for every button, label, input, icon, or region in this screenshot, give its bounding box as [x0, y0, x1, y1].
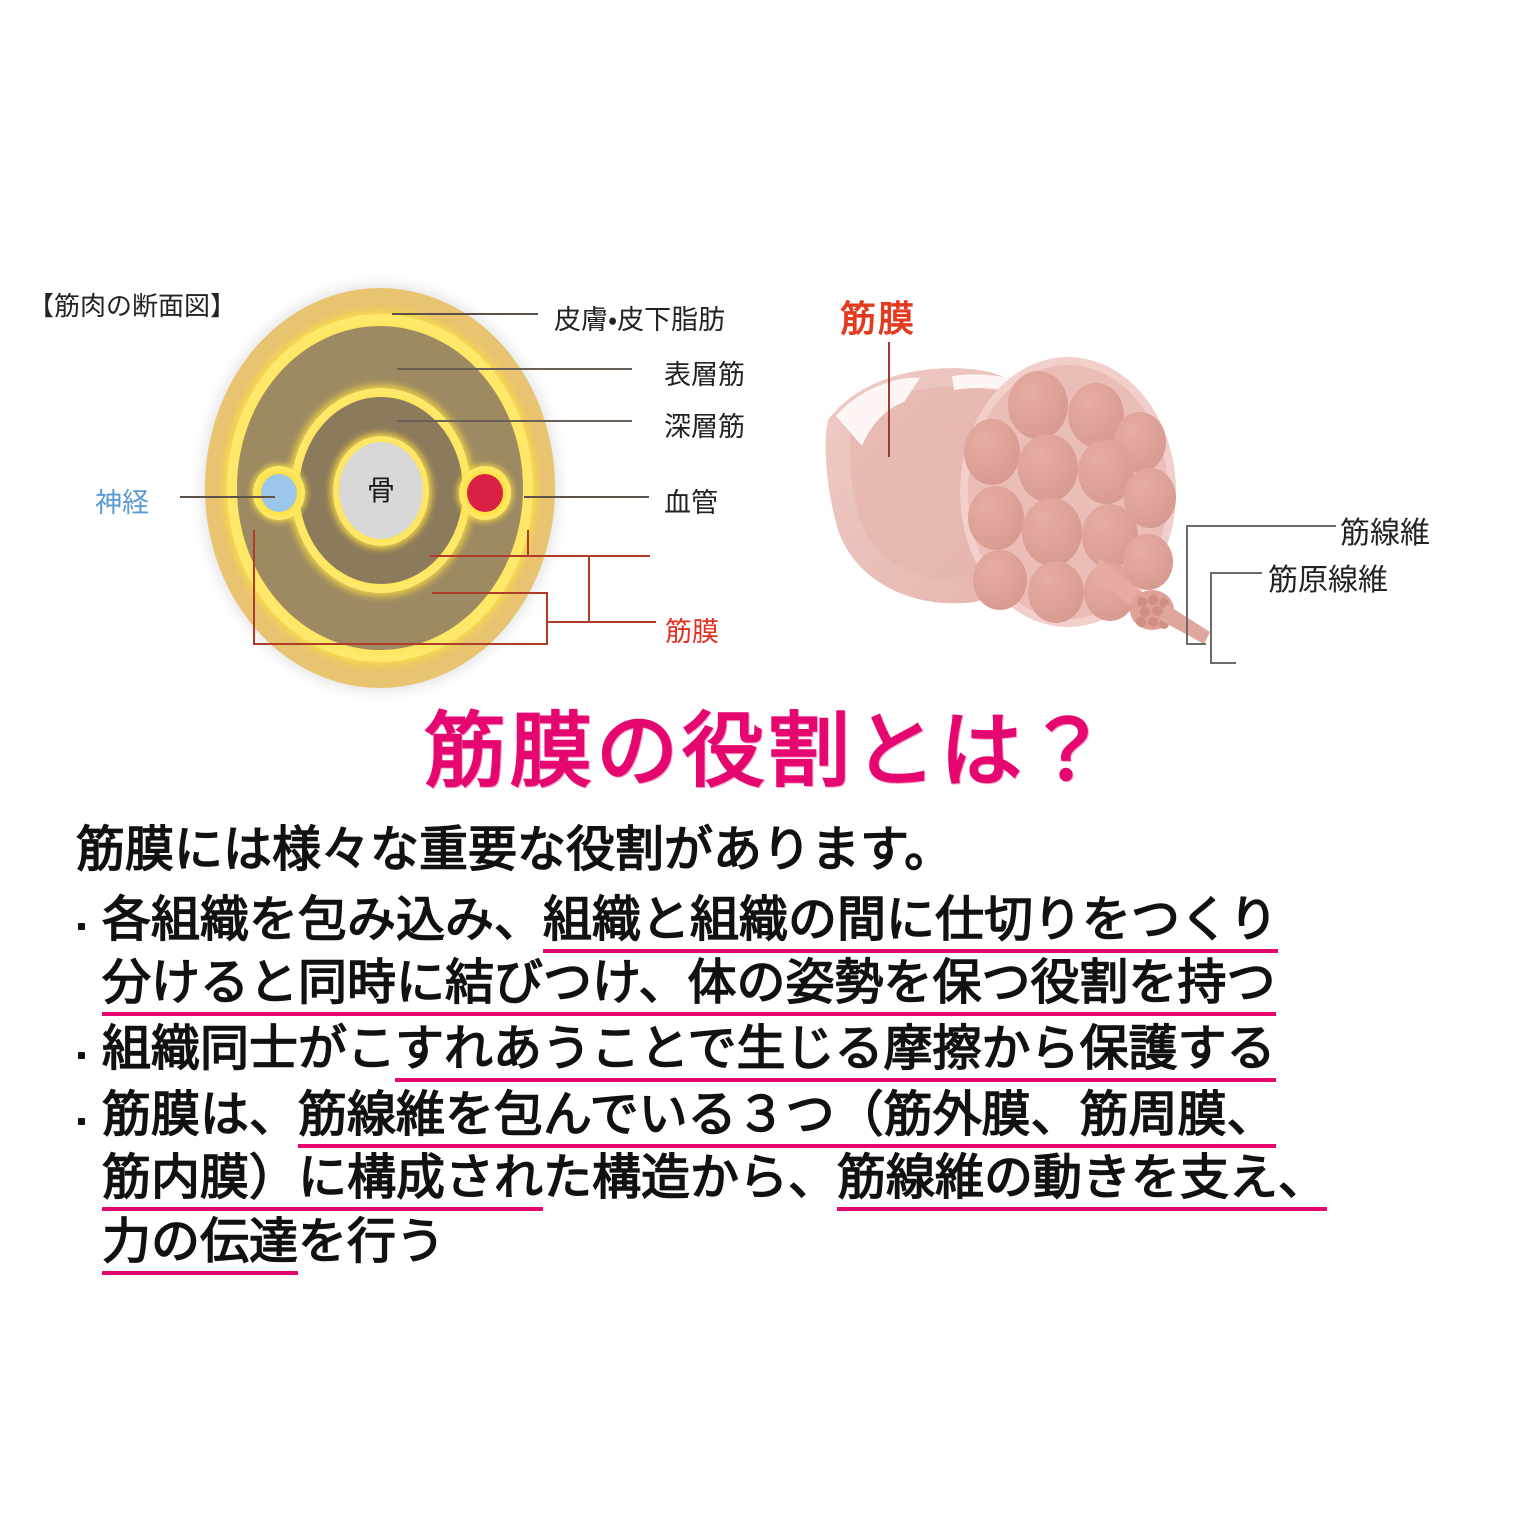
fascia-bracket-bottom-horizontal [253, 643, 548, 645]
plain-text: を行う [298, 1212, 446, 1271]
underlined-text: 組織と組織の間に仕切りをつくり [543, 889, 1279, 953]
fascia-sheath-highlight [836, 377, 920, 446]
bullet-line: 組織同士がこすれあうことで生じる摩擦から保護する [102, 1017, 1522, 1083]
myofibril-leader-tick [1210, 662, 1236, 664]
label-fascia-illustration: 筋膜 [840, 299, 917, 340]
label-muscle-fiber: 筋線維 [1340, 516, 1430, 551]
fascia-bracket-mid-vertical [546, 592, 548, 644]
muscle-bundle-illustration [825, 357, 1210, 644]
bullet-item: 組織同士がこすれあうことで生じる摩擦から保護する [62, 1017, 1522, 1083]
myofibril-leader-vertical [1210, 572, 1212, 664]
bullet-line: 力の伝達を行う [102, 1210, 1522, 1276]
fascia-bracket-right-vertical [588, 555, 590, 622]
underlined-text: 分けると同時に結びつけ、体の姿勢を保つ役割を持つ [102, 953, 1276, 1017]
underlined-text: 筋線維を包んでいる３つ（筋外膜、筋周膜、 [298, 1084, 1276, 1148]
leader-line-deep [397, 420, 632, 422]
label-superficial-muscle: 表層筋 [664, 360, 745, 391]
nerve-circle [261, 474, 297, 512]
bullet-line: 筋内膜）に構成された構造から、筋線維の動きを支え、 [102, 1146, 1522, 1212]
fascia-bracket-upper-horizontal [430, 555, 650, 557]
leader-line-vessel [524, 496, 649, 498]
underlined-text: 力の伝達 [102, 1212, 299, 1276]
leader-line-superficial [397, 368, 632, 370]
bullet-line: 各組織を包み込み、組織と組織の間に仕切りをつくり [102, 888, 1522, 953]
bullet-line: 分けると同時に結びつけ、体の姿勢を保つ役割を持つ [102, 951, 1522, 1017]
muscle-fiber-group [964, 371, 1176, 623]
blood-vessel-circle [467, 474, 503, 512]
fascia-bracket-label-connector [546, 621, 656, 623]
myofibril-leader-horizontal [1210, 572, 1262, 574]
plain-text: 組織同士がこ [102, 1019, 396, 1078]
plain-text: 筋膜は、 [102, 1084, 299, 1143]
bullet-dot [78, 1118, 85, 1126]
bullet-item: 各組織を包み込み、組織と組織の間に仕切りをつくり分けると同時に結びつけ、体の姿勢… [62, 888, 1522, 1017]
myofibril-strand [1160, 604, 1210, 644]
bullet-line: 筋膜は、筋線維を包んでいる３つ（筋外膜、筋周膜、 [102, 1083, 1522, 1148]
label-myofibril: 筋原線維 [1268, 563, 1388, 598]
label-skin-fat: 皮膚・皮下脂肪 [554, 305, 726, 336]
bullet-dot [78, 1052, 85, 1060]
leader-line-nerve [180, 496, 275, 498]
diagram-area: 【筋肉の断面図】 骨 皮膚・皮下脂肪 表層筋 深層筋 血管 [0, 0, 1536, 700]
main-title: 筋膜の役割とは？ [423, 703, 1112, 799]
body-intro: 筋膜には様々な重要な役割があります。 [76, 820, 954, 878]
plain-text: た構造から、 [543, 1148, 838, 1207]
bullet-dot [78, 922, 85, 930]
fiber-leader-top-horizontal [1186, 525, 1336, 527]
label-blood-vessel: 血管 [664, 488, 718, 519]
fascia-bracket-vessel-vertical [527, 530, 529, 557]
fiber-leader-bottom-tick [1186, 643, 1206, 645]
bullet-list: 各組織を包み込み、組織と組織の間に仕切りをつくり分けると同時に結びつけ、体の姿勢… [62, 888, 1522, 1276]
bone-label: 骨 [366, 473, 395, 507]
leader-line-skin-fat [392, 313, 538, 315]
underlined-text: 筋線維の動きを支え、 [837, 1148, 1328, 1212]
bullet-item: 筋膜は、筋線維を包んでいる３つ（筋外膜、筋周膜、筋内膜）に構成された構造から、筋… [62, 1083, 1522, 1276]
underlined-text: 筋内膜）に構成され [102, 1148, 544, 1212]
label-fascia-cross-section: 筋膜 [665, 617, 719, 648]
fiber-leader-left-vertical [1186, 525, 1188, 645]
fascia-pointer-line [888, 342, 890, 457]
muscle-cross-section-diagram: 骨 [205, 288, 555, 688]
cross-section-title: 【筋肉の断面図】 [28, 292, 237, 322]
bone-core: 骨 [339, 442, 423, 539]
extracted-fiber [1092, 558, 1210, 644]
fascia-bracket-mid-horizontal [432, 592, 547, 594]
underlined-text: すれあうことで生じる摩擦から保護する [395, 1019, 1276, 1083]
plain-text: 各組織を包み込み、 [102, 889, 544, 948]
label-nerve: 神経 [95, 488, 149, 519]
label-deep-muscle: 深層筋 [664, 412, 745, 443]
fascia-bracket-nerve-vertical [253, 530, 255, 645]
body-text-block: 筋膜には様々な重要な役割があります。 各組織を包み込み、組織と組織の間に仕切りを… [62, 818, 1522, 1276]
